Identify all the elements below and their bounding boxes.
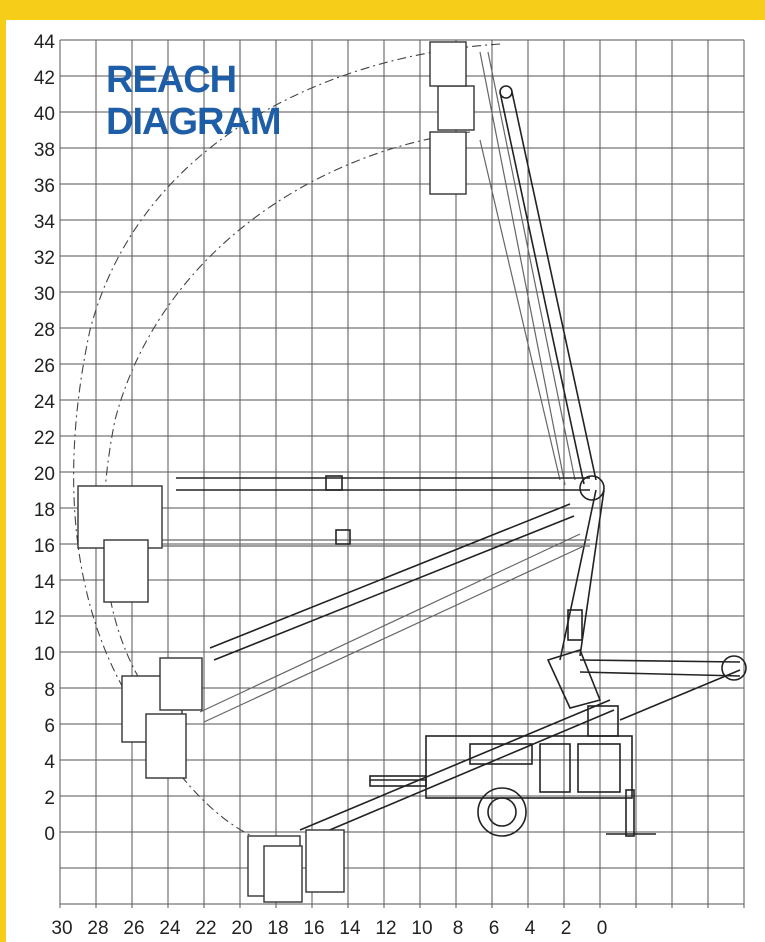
y-axis-tick-label: 44 [34, 32, 56, 53]
x-axis-tick-label: 6 [489, 918, 500, 939]
x-axis-tick-label: 12 [375, 918, 396, 939]
x-axis-tick-label: 10 [411, 918, 432, 939]
y-axis-tick-label: 22 [34, 428, 55, 449]
x-axis-tick-label: 2 [561, 918, 572, 939]
trailer-icon [369, 705, 656, 837]
title-line-1: REACH [106, 59, 236, 101]
basket-icon [103, 539, 149, 603]
inner-reach-envelope-arc [103, 131, 471, 681]
horizontal-boom-position [77, 475, 590, 603]
y-axis-tick-label: 0 [44, 824, 55, 845]
y-axis-tick-label: 24 [34, 392, 56, 413]
basket-icon [145, 713, 187, 779]
x-axis-tick-label: 30 [51, 918, 72, 939]
y-axis-tick-label: 42 [34, 68, 55, 89]
basket-icon [429, 41, 467, 87]
x-axis-tick-label: 24 [159, 918, 181, 939]
trailer-mounted-boom-lift-icon [77, 41, 747, 903]
y-axis-tick-labels: 4442403836343230282624222018161412108642… [34, 32, 56, 845]
y-axis-tick-label: 36 [34, 176, 55, 197]
trailer-wheel-icon [477, 787, 527, 837]
basket-icon [263, 845, 303, 903]
diagonal-boom-position [121, 503, 585, 779]
stowed-jib [579, 655, 747, 721]
y-axis-tick-label: 38 [34, 140, 55, 161]
x-axis-tick-label: 28 [87, 918, 108, 939]
x-axis-tick-label: 4 [525, 918, 536, 939]
x-axis-tick-label: 8 [453, 918, 464, 939]
y-axis-tick-label: 6 [44, 716, 55, 737]
basket-icon [437, 85, 475, 131]
y-axis-tick-label: 40 [34, 104, 55, 125]
basket-icon [429, 131, 467, 195]
y-axis-tick-label: 4 [44, 752, 55, 773]
grid [59, 39, 745, 908]
x-axis-tick-label: 20 [231, 918, 252, 939]
vertical-boom-position [429, 41, 597, 486]
x-axis-tick-label: 14 [339, 918, 361, 939]
x-axis-tick-label: 22 [195, 918, 216, 939]
x-axis-tick-label: 0 [597, 918, 608, 939]
y-axis-tick-label: 20 [34, 464, 55, 485]
y-axis-tick-label: 10 [34, 644, 55, 665]
y-axis-tick-label: 12 [34, 608, 55, 629]
basket-icon [159, 657, 203, 711]
x-axis-tick-label: 26 [123, 918, 144, 939]
y-axis-tick-label: 30 [34, 284, 55, 305]
diagram-title: REACH DIAGRAM [106, 59, 282, 143]
basket-icon [305, 829, 345, 893]
x-axis-tick-label: 18 [267, 918, 288, 939]
y-axis-tick-label: 32 [34, 248, 55, 269]
y-axis-tick-label: 34 [34, 212, 56, 233]
x-axis-tick-label: 16 [303, 918, 324, 939]
basket-icon [77, 485, 163, 549]
y-axis-tick-label: 8 [44, 680, 55, 701]
y-axis-tick-label: 14 [34, 572, 56, 593]
title-line-2: DIAGRAM [106, 101, 281, 143]
lower-mast [546, 475, 605, 709]
y-axis-tick-label: 16 [34, 536, 55, 557]
y-axis-tick-label: 28 [34, 320, 55, 341]
y-axis-tick-label: 26 [34, 356, 55, 377]
y-axis-tick-label: 2 [44, 788, 55, 809]
low-boom-position [247, 699, 615, 903]
y-axis-tick-label: 18 [34, 500, 55, 521]
